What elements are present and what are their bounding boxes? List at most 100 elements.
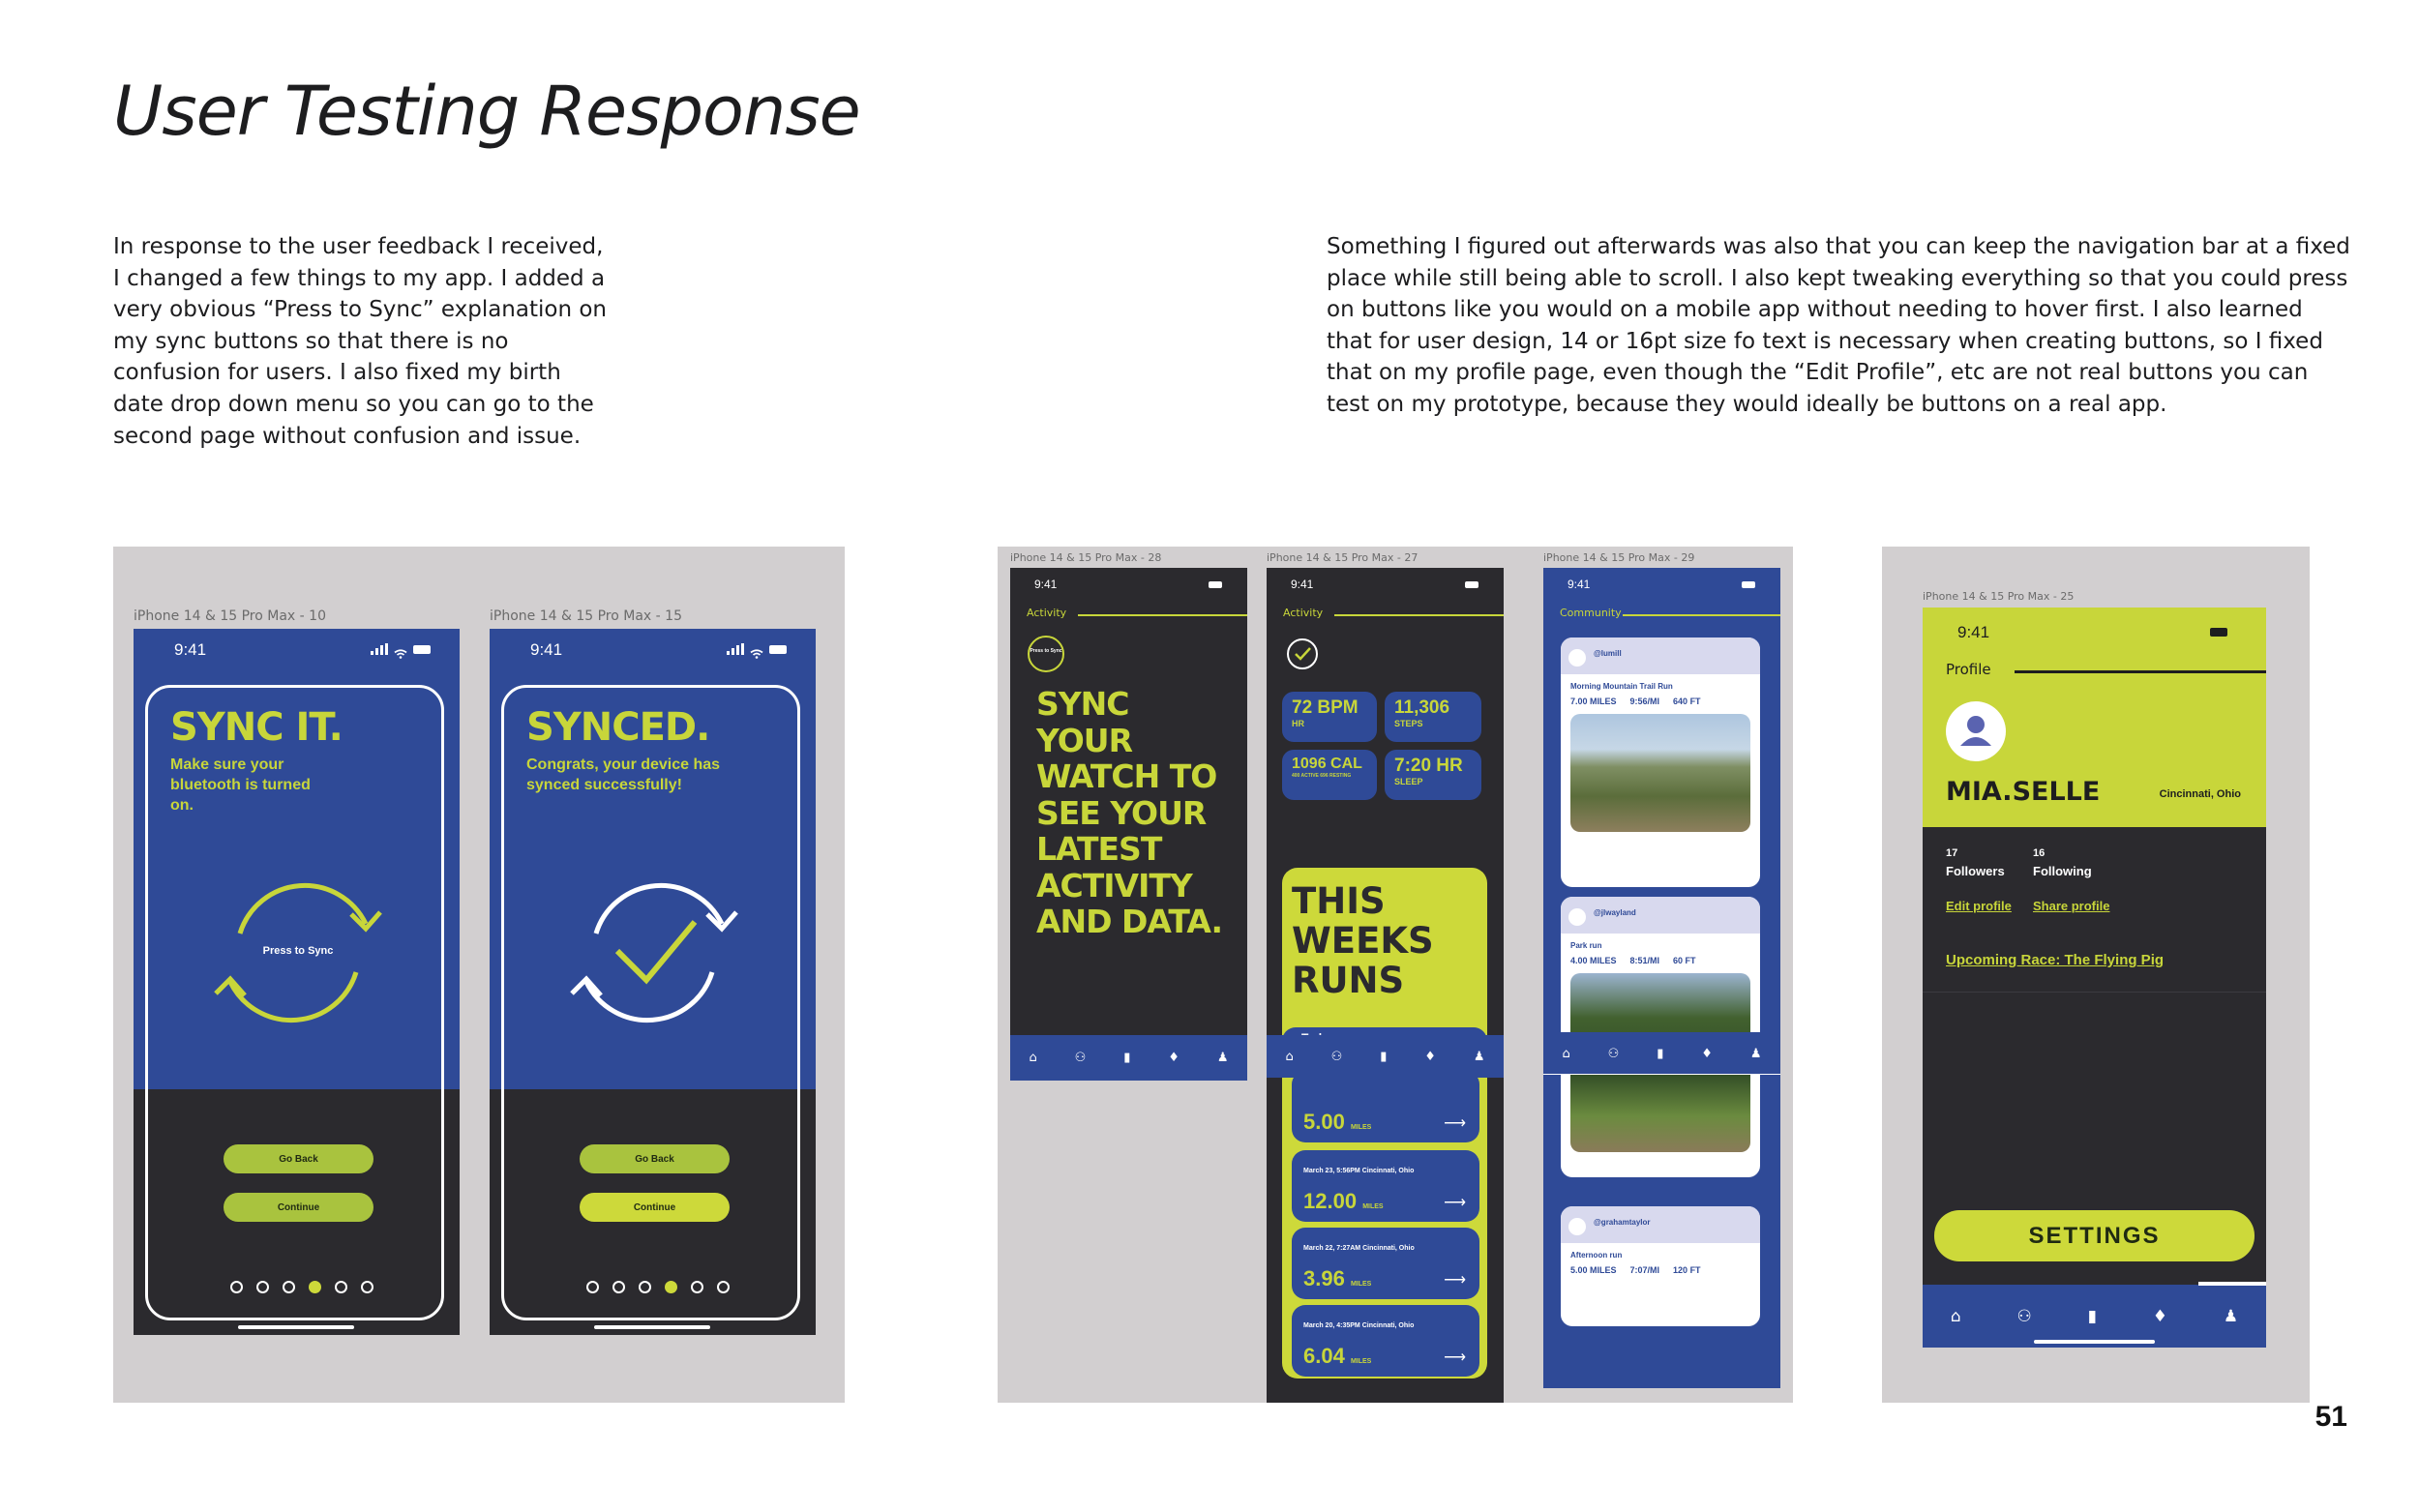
tab-bar: ⌂ ⚇ ▮ ♦ ♟ — [1923, 1285, 2266, 1348]
home-indicator — [594, 1325, 710, 1329]
profile-tab-icon[interactable]: ♟ — [2223, 1306, 2239, 1326]
battery-icon — [769, 644, 787, 654]
press-badge-label: Press to Sync — [1030, 648, 1062, 654]
following-count: 16 — [2033, 847, 2046, 859]
press-to-sync-badge[interactable]: Press to Sync — [1028, 636, 1064, 672]
phone-community: 9:41 Community @lumill Morning Mountain … — [1543, 568, 1780, 1388]
battery-icon — [413, 644, 431, 654]
activity-tab-icon[interactable]: ▮ — [1380, 1049, 1388, 1064]
avatar — [1568, 908, 1586, 926]
sync-check-icon — [570, 882, 738, 1023]
activity-tab-icon[interactable]: ▮ — [1123, 1051, 1131, 1065]
home-indicator — [2034, 1340, 2155, 1344]
page-number: 51 — [2314, 1401, 2347, 1433]
community-tab-icon[interactable]: ⚇ — [1074, 1051, 1087, 1065]
page-title: User Testing Response — [113, 72, 861, 151]
frame-label: iPhone 14 & 15 Pro Max - 29 — [1543, 551, 1695, 564]
wifi-icon — [394, 644, 407, 659]
home-tab-icon[interactable]: ⌂ — [1562, 1046, 1570, 1061]
sync-heading: SYNC IT. — [170, 705, 343, 750]
frame-label: iPhone 14 & 15 Pro Max - 25 — [1923, 590, 2075, 603]
battery-icon — [1742, 581, 1755, 588]
profile-tab-icon[interactable]: ♟ — [1749, 1046, 1762, 1061]
phone-activity-sync: 9:41 Activity Press to Sync SYNC YOUR WA… — [1010, 568, 1247, 1081]
profile-tab-icon[interactable]: ♟ — [1216, 1051, 1229, 1065]
status-time: 9:41 — [1568, 578, 1591, 591]
profile-screen-panel: iPhone 14 & 15 Pro Max - 25 9:41 Profile… — [1882, 547, 2310, 1403]
community-label: Community — [1560, 607, 1622, 619]
sync-subtext: Make sure your bluetooth is turned on. — [170, 756, 311, 814]
home-tab-icon[interactable]: ⌂ — [1950, 1306, 1961, 1326]
sync-watch-text: SYNC YOUR WATCH TO SEE YOUR LATEST ACTIV… — [1036, 685, 1223, 940]
continue-button[interactable]: Continue — [580, 1193, 730, 1222]
followers-count: 17 — [1946, 847, 1958, 859]
arrow-right-icon: ⟶ — [1444, 1349, 1466, 1366]
sync-screens-panel: iPhone 14 & 15 Pro Max - 10 iPhone 14 & … — [113, 547, 845, 1403]
activity-screens-panel: iPhone 14 & 15 Pro Max - 28 iPhone 14 & … — [998, 547, 1793, 1403]
go-back-button[interactable]: Go Back — [580, 1144, 730, 1173]
status-time: 9:41 — [174, 640, 207, 659]
phone-sync-it: 9:41 SYNC IT. Make sure your bluetooth i… — [134, 629, 460, 1335]
notifications-tab-icon[interactable]: ♦ — [1701, 1046, 1713, 1061]
sync-button[interactable]: Press to Sync — [201, 856, 395, 1050]
activity-tab-icon[interactable]: ▮ — [2087, 1306, 2097, 1326]
following-label: Following — [2033, 864, 2092, 878]
phone-profile: 9:41 Profile MIA.SELLE Cincinnati, Ohio … — [1923, 608, 2266, 1348]
frame-label: iPhone 14 & 15 Pro Max - 15 — [490, 608, 682, 624]
profile-label: Profile — [1946, 661, 1991, 678]
notifications-tab-icon[interactable]: ♦ — [1424, 1049, 1436, 1064]
left-paragraph: In response to the user feedback I recei… — [113, 234, 607, 449]
avatar — [1568, 649, 1586, 667]
synced-heading: SYNCED. — [526, 705, 710, 750]
sync-check-icon — [1287, 638, 1318, 669]
username: MIA.SELLE — [1946, 777, 2101, 807]
community-tab-icon[interactable]: ⚇ — [1330, 1049, 1343, 1064]
synced-subtext: Congrats, your device has synced success… — [526, 756, 721, 793]
community-tab-icon[interactable]: ⚇ — [1607, 1046, 1620, 1061]
activity-tab-icon[interactable]: ▮ — [1657, 1046, 1664, 1061]
avatar — [1946, 701, 2006, 761]
status-time: 9:41 — [1957, 623, 1990, 641]
post-photo — [1570, 714, 1750, 832]
home-indicator — [238, 1325, 354, 1329]
activity-label: Activity — [1283, 607, 1324, 619]
phone-synced: 9:41 SYNCED. Congrats, your device has s… — [490, 629, 816, 1335]
battery-icon — [1209, 581, 1222, 588]
post-card[interactable]: @lumill Morning Mountain Trail Run 7.00 … — [1561, 637, 1760, 887]
home-tab-icon[interactable]: ⌂ — [1029, 1051, 1037, 1065]
synced-check-badge[interactable] — [1284, 636, 1321, 672]
notifications-tab-icon[interactable]: ♦ — [2152, 1306, 2167, 1326]
activity-label: Activity — [1027, 607, 1067, 619]
go-back-button[interactable]: Go Back — [224, 1144, 373, 1173]
notifications-tab-icon[interactable]: ♦ — [1168, 1051, 1180, 1065]
profile-tab-icon[interactable]: ♟ — [1473, 1049, 1485, 1064]
press-to-sync-label: Press to Sync — [262, 945, 334, 957]
status-time: 9:41 — [530, 640, 563, 659]
battery-icon — [2210, 628, 2227, 637]
signal-icon — [727, 643, 744, 655]
tab-bar: ⌂ ⚇ ▮ ♦ ♟ — [1543, 1032, 1780, 1075]
location: Cincinnati, Ohio — [2159, 788, 2241, 800]
arrow-right-icon: ⟶ — [1444, 1272, 1466, 1289]
continue-button[interactable]: Continue — [224, 1193, 373, 1222]
signal-icon — [371, 643, 388, 655]
upcoming-race-link[interactable]: Upcoming Race: The Flying Pig — [1946, 952, 2165, 968]
home-tab-icon[interactable]: ⌂ — [1285, 1049, 1294, 1064]
community-tab-icon[interactable]: ⚇ — [2016, 1306, 2032, 1326]
edit-profile-link[interactable]: Edit profile — [1946, 899, 2012, 913]
share-profile-link[interactable]: Share profile — [2033, 899, 2110, 913]
settings-button[interactable]: SETTINGS — [1934, 1210, 2255, 1261]
arrow-right-icon: ⟶ — [1444, 1195, 1466, 1211]
wifi-icon — [750, 644, 763, 659]
run-card[interactable]: 5.00 MILES⟶ — [1292, 1071, 1479, 1142]
synced-indicator — [557, 856, 751, 1050]
status-time: 9:41 — [1034, 578, 1058, 591]
